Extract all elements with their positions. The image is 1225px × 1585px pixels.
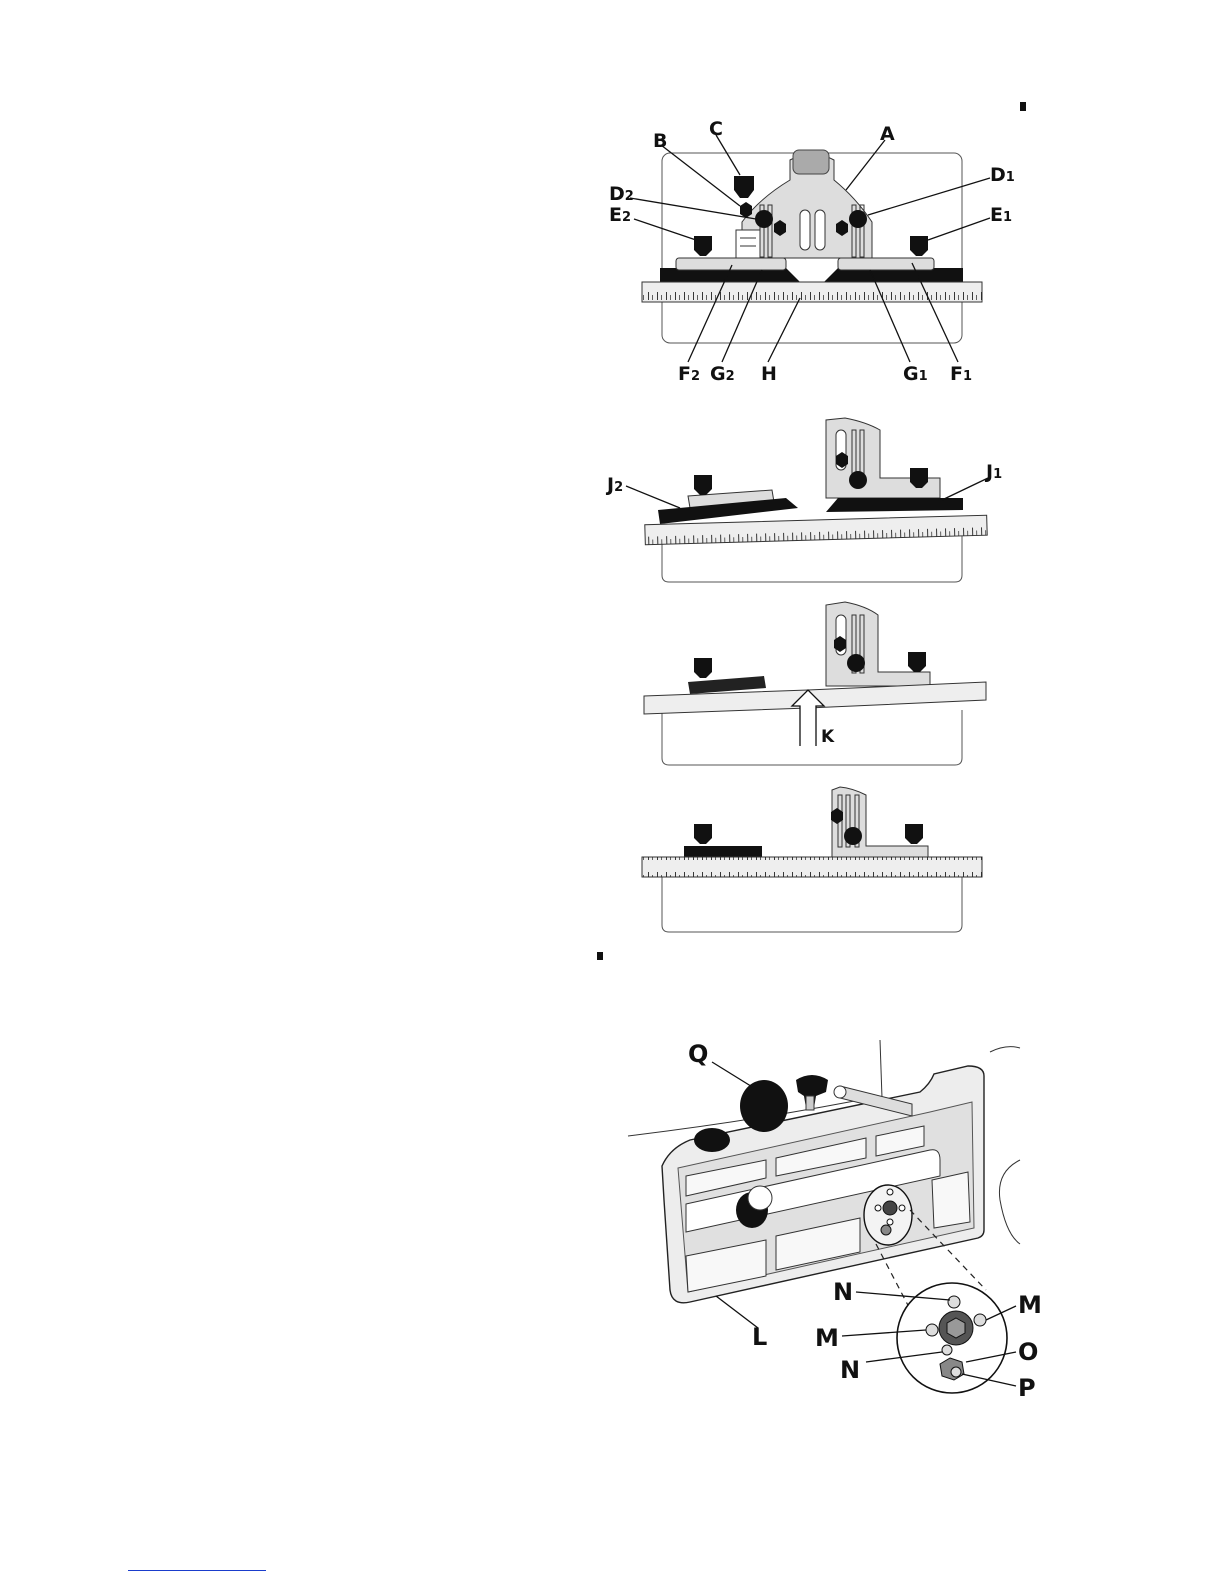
- miter-knob-top: [793, 150, 829, 174]
- lock-knob-d1: [849, 210, 867, 228]
- fence-bar-left: [684, 846, 762, 857]
- label-n-top: N: [833, 1278, 853, 1306]
- fence-bar-left: [688, 676, 766, 694]
- lock-knob: [844, 827, 862, 845]
- label-q: Q: [688, 1040, 708, 1068]
- knob-e2: [694, 236, 712, 256]
- knob-c: [734, 176, 754, 198]
- knob-left: [694, 658, 712, 678]
- label-j1: J1: [984, 461, 1002, 483]
- page-marker-mid: [597, 952, 603, 960]
- label-d1: D1: [990, 164, 1015, 186]
- label-a: A: [880, 123, 895, 145]
- lock-knob: [847, 654, 865, 672]
- footer-link-underline[interactable]: [128, 1570, 266, 1571]
- figure-3-ruler-bowed: K: [644, 602, 986, 765]
- knob-e1: [910, 236, 928, 256]
- angle-scale-window: [736, 230, 760, 258]
- label-m-left: M: [815, 1324, 839, 1352]
- page-marker-top: [1020, 102, 1026, 111]
- roller-left: [694, 1128, 730, 1152]
- screw-m-right: [974, 1314, 986, 1326]
- label-f2: F2: [678, 363, 700, 385]
- knob-left: [694, 475, 712, 495]
- label-m-right: M: [1018, 1291, 1042, 1319]
- knob-right: [908, 652, 926, 672]
- label-b: B: [653, 130, 667, 152]
- label-e1: E1: [990, 204, 1012, 226]
- label-j2: J2: [605, 474, 623, 496]
- label-n-bottom: N: [840, 1356, 860, 1384]
- label-e2: E2: [609, 204, 631, 226]
- lock-knob: [849, 471, 867, 489]
- figure-5-fence-adjust-screws: Q L N M M N O P: [628, 1040, 1042, 1402]
- table-outline: [662, 876, 962, 932]
- screw-m-left: [926, 1324, 938, 1336]
- knob-left: [694, 824, 712, 844]
- knob-right: [905, 824, 923, 844]
- screw-n-bottom: [942, 1345, 952, 1355]
- label-p: P: [1018, 1374, 1036, 1402]
- label-g1: G1: [903, 363, 928, 385]
- label-k: K: [821, 727, 835, 747]
- figure-4-fence-slid: [642, 787, 982, 932]
- label-l: L: [752, 1323, 767, 1351]
- label-c: C: [709, 118, 723, 140]
- label-h: H: [761, 363, 777, 385]
- lock-knob-d2: [755, 210, 773, 228]
- screw-n-top: [948, 1296, 960, 1308]
- label-g2: G2: [710, 363, 735, 385]
- label-f1: F1: [950, 363, 972, 385]
- label-d2: D2: [609, 183, 634, 205]
- figure-2-fence-tilted: J2 J1: [605, 418, 1002, 582]
- roller-q: [740, 1080, 788, 1132]
- label-o: O: [1018, 1338, 1038, 1366]
- figure-1-miter-gauge-front: A B C D1 D2 E1 E2 F2 G2 H G1 F1: [609, 118, 1015, 385]
- base-plate-right: [838, 258, 934, 270]
